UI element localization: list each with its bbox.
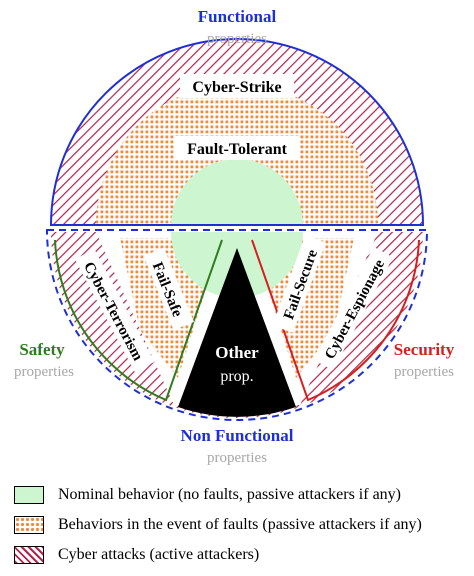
- safety-sector-outline: [54, 239, 223, 402]
- safety-subtitle: properties: [14, 364, 74, 380]
- safety-title: Safety: [19, 340, 65, 359]
- legend: Nominal behavior (no faults, passive att…: [8, 480, 470, 570]
- legend-label: Behaviors in the event of faults (passiv…: [58, 516, 422, 533]
- legend-item: Cyber attacks (active attackers): [8, 540, 470, 570]
- nonfunctional-title: Non Functional: [181, 426, 294, 445]
- fail-safe-label-bg: [143, 247, 194, 331]
- nonfunctional-subtitle: properties: [207, 450, 267, 466]
- legend-item: Behaviors in the event of faults (passiv…: [8, 510, 470, 540]
- cyber-terrorism-label-bg: [74, 248, 155, 373]
- other-properties-wedge: [178, 248, 296, 417]
- attacks-swatch: [14, 546, 44, 564]
- other-label: Other: [215, 343, 259, 362]
- functional-title: Functional: [198, 7, 277, 26]
- nominal-swatch: [14, 486, 44, 504]
- security-sector-outline: [251, 239, 420, 402]
- fail-secure-label-bg: [272, 235, 326, 333]
- cyber-strike-label: Cyber-Strike: [192, 79, 281, 96]
- legend-label: Cyber attacks (active attackers): [58, 546, 260, 563]
- nonfunctional-boundary: [45, 229, 429, 421]
- functional-boundary: [49, 38, 425, 226]
- fault-tolerant-label-bg: [175, 136, 299, 160]
- cyber-espionage-label-bg: [313, 246, 394, 371]
- legend-label: Nominal behavior (no faults, passive att…: [58, 486, 401, 503]
- functional-subtitle: properties: [207, 31, 267, 47]
- nominal-core-top: [171, 159, 303, 225]
- security-title: Security: [394, 340, 455, 359]
- cyber-strike-label-bg: [180, 74, 294, 98]
- fault-tolerant-label: Fault-Tolerant: [187, 141, 288, 158]
- other-sublabel: prop.: [220, 368, 253, 385]
- properties-diagram: Functional properties Cyber-Strike Fault…: [14, 7, 455, 466]
- security-subtitle: properties: [394, 364, 454, 380]
- faults-swatch: [14, 516, 44, 534]
- legend-item: Nominal behavior (no faults, passive att…: [8, 480, 470, 510]
